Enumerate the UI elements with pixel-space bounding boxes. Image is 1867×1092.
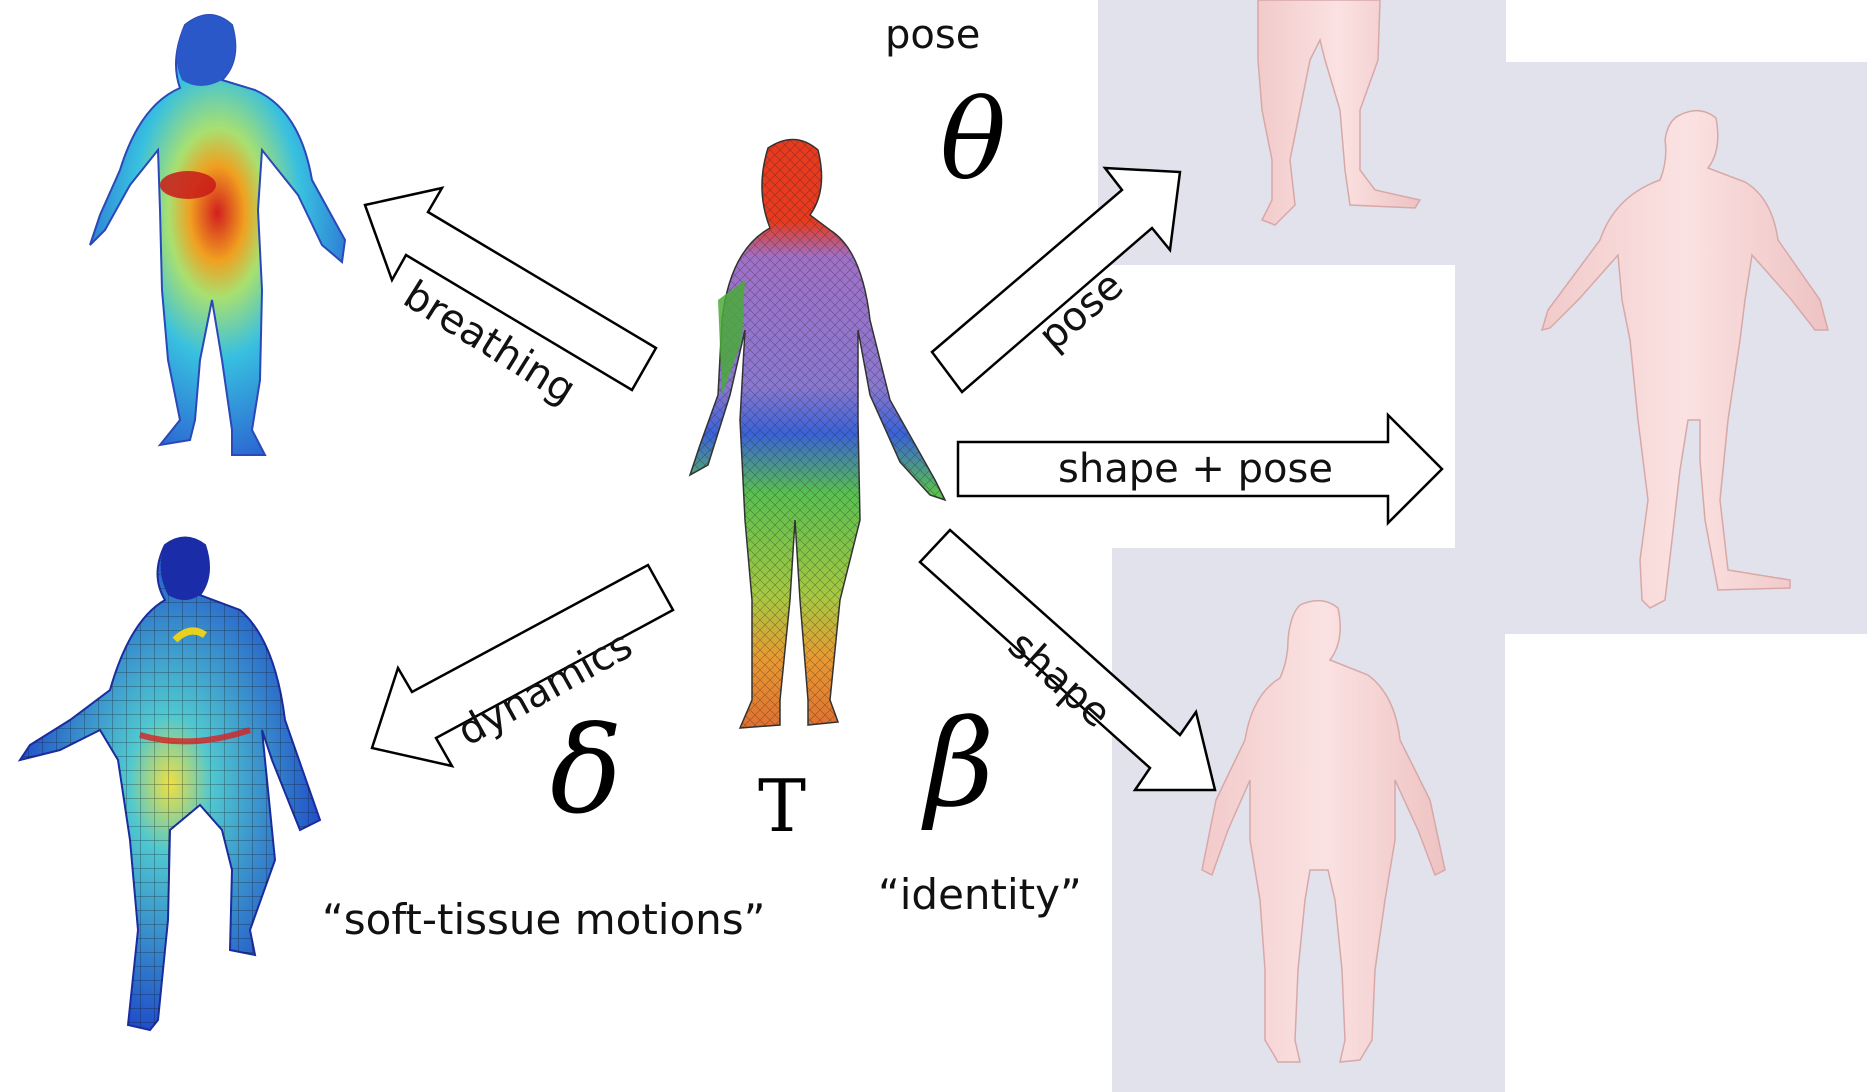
identity-caption: “identity”	[878, 870, 1082, 919]
arrow-shape-pose-label: shape + pose	[1058, 446, 1333, 492]
shape-figure	[1202, 601, 1445, 1062]
pose-title: pose	[885, 12, 980, 58]
template-symbol: T	[758, 770, 806, 842]
dynamics-figure	[20, 538, 320, 1031]
pose-figure-top	[1258, 0, 1420, 225]
delta-symbol: δ	[550, 712, 622, 832]
theta-symbol: θ	[940, 85, 1006, 195]
template-figure	[690, 139, 945, 728]
breathing-figure	[90, 15, 345, 455]
beta-symbol: β	[925, 705, 994, 825]
shape-pose-figure	[1542, 111, 1828, 608]
soft-tissue-caption: “soft-tissue motions”	[322, 895, 765, 944]
